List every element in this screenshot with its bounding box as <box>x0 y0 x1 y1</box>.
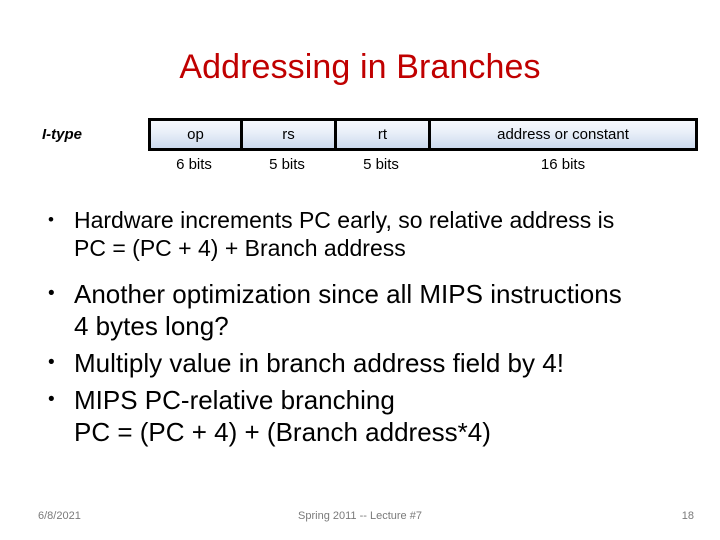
field-cell-rt: rt <box>334 118 428 151</box>
page-title: Addressing in Branches <box>179 48 541 86</box>
list-item: • Another optimization since all MIPS in… <box>38 278 704 342</box>
slide-footer: 6/8/2021 Spring 2011 -- Lecture #7 18 <box>0 510 720 526</box>
bullet-marker-icon: • <box>48 210 54 229</box>
footer-course-label: Spring 2011 -- Lecture #7 <box>298 510 422 522</box>
list-item: • Multiply value in branch address field… <box>38 347 704 379</box>
instruction-field-row: op rs rt address or constant <box>148 118 698 151</box>
bits-label-rs: 5 bits <box>269 156 305 173</box>
footer-page-number: 18 <box>681 510 694 522</box>
bits-label-op: 6 bits <box>176 156 212 173</box>
bits-label-address: 16 bits <box>540 156 586 173</box>
bullet-list: • Hardware increments PC early, so relat… <box>38 206 704 450</box>
instruction-format-label: I-type <box>42 126 83 143</box>
bullet-marker-icon: • <box>48 283 55 304</box>
field-cell-op: op <box>148 118 240 151</box>
bullet-text: Hardware increments PC early, so relativ… <box>74 207 615 261</box>
list-item: • Hardware increments PC early, so relat… <box>38 206 704 262</box>
bits-label-rt: 5 bits <box>363 156 399 173</box>
bullet-marker-icon: • <box>48 352 55 373</box>
list-item: • MIPS PC-relative branching PC = (PC + … <box>38 384 704 448</box>
bullet-text: MIPS PC-relative branching PC = (PC + 4)… <box>74 385 491 447</box>
footer-date: 6/8/2021 <box>38 510 81 522</box>
instruction-bits-row: 6 bits 5 bits 5 bits 16 bits <box>148 156 698 173</box>
bullet-marker-icon: • <box>48 389 55 410</box>
field-cell-address: address or constant <box>428 118 698 151</box>
bullet-text: Multiply value in branch address field b… <box>74 348 564 378</box>
instruction-format-diagram: I-type op rs rt address or constant 6 bi… <box>0 118 720 190</box>
bullet-text: Another optimization since all MIPS inst… <box>74 279 622 341</box>
field-cell-rs: rs <box>240 118 334 151</box>
